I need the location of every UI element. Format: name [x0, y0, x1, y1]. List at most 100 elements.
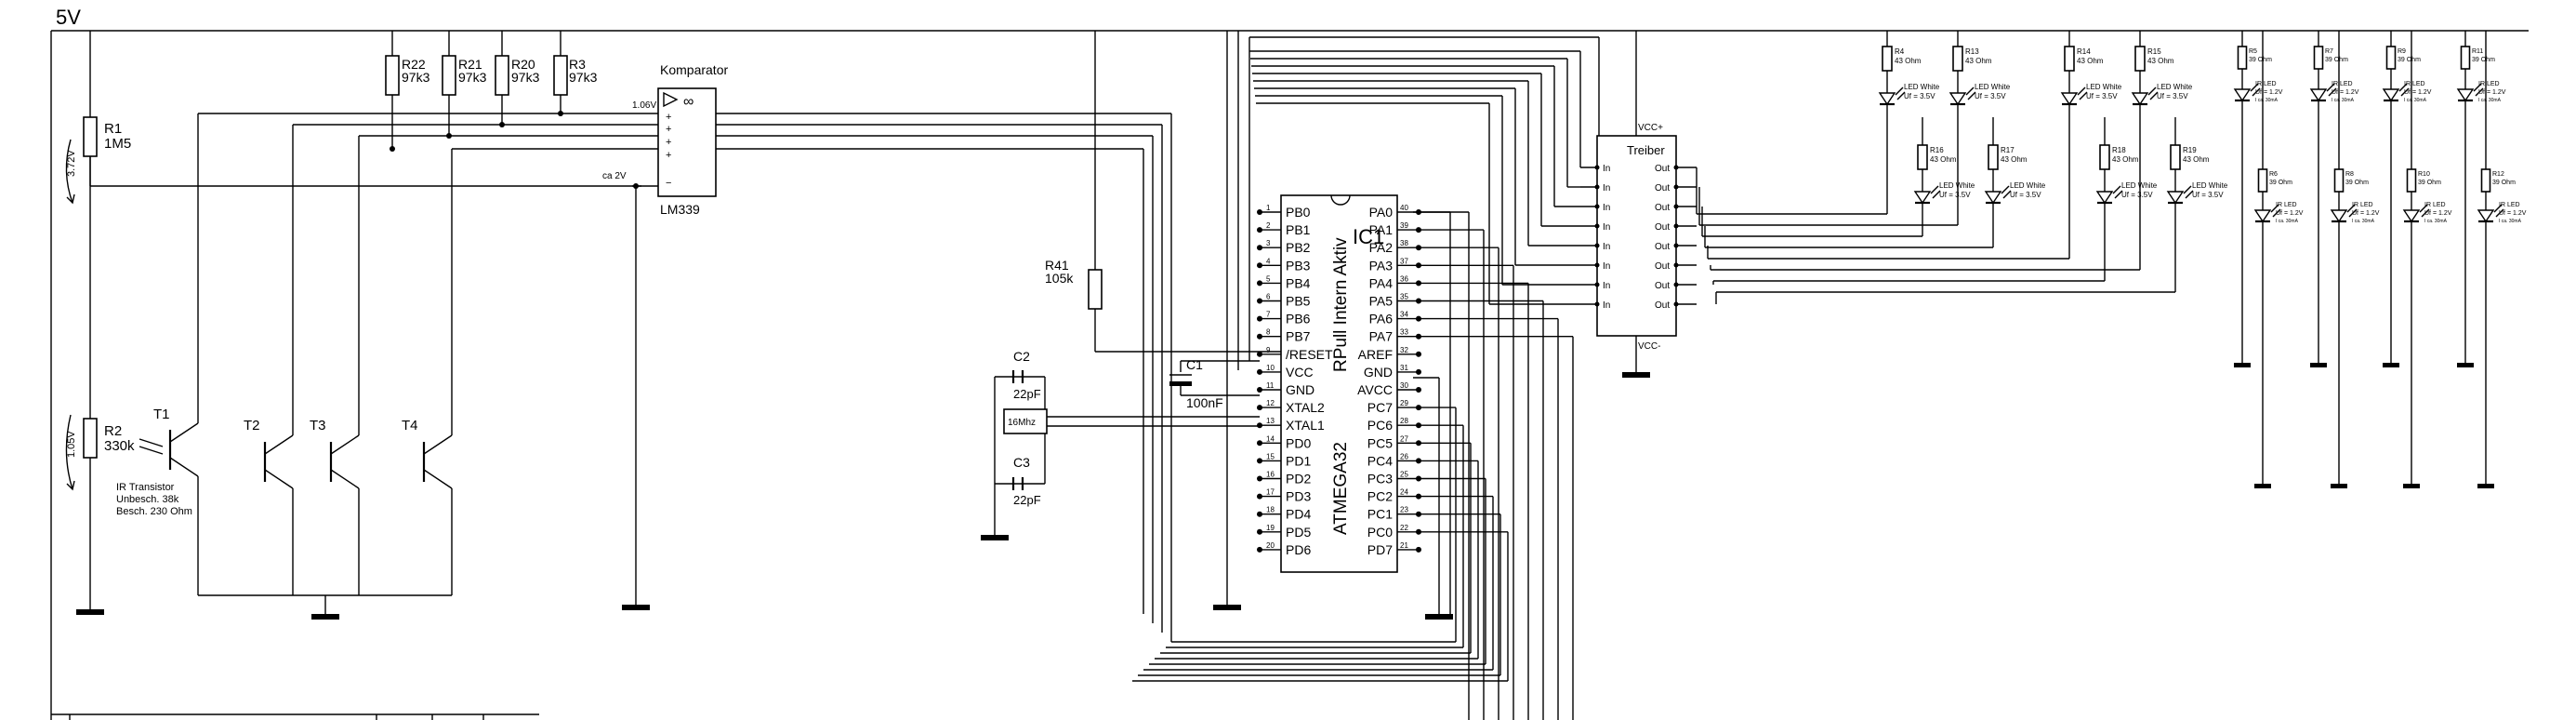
- ic-pin-name: PD0: [1286, 435, 1311, 450]
- ic1-ref: IC1: [1353, 225, 1384, 248]
- ir-led-resistor-name: R6: [2269, 171, 2278, 178]
- ic-pin-name: PD1: [1286, 453, 1311, 468]
- ic-pin-name: XTAL1: [1286, 418, 1325, 433]
- ir-led-resistor-value: 39 Ohm: [2269, 180, 2292, 186]
- led-diode-icon: [2060, 92, 2079, 106]
- ir-led-uf: Uf = 1.2V: [2499, 210, 2527, 217]
- ic-pin-number: 31: [1400, 364, 1408, 372]
- led-resistor: [2257, 168, 2268, 193]
- r22-name: R22: [402, 57, 426, 72]
- white-led-resistor-name: R14: [2077, 47, 2091, 56]
- white-led-resistor-value: 43 Ohm: [2183, 155, 2210, 164]
- ir-note-line3: Besch. 230 Ohm: [116, 506, 192, 517]
- r2-resistor: [83, 418, 98, 459]
- ic-pin-name: XTAL2: [1286, 400, 1325, 415]
- ic-pin-number: 33: [1400, 328, 1408, 337]
- comparator-title: Komparator: [660, 62, 728, 77]
- ic-pin-name: PC2: [1367, 489, 1393, 504]
- led-diode-icon: [2095, 191, 2114, 205]
- driver-pin-dot: [1594, 282, 1600, 287]
- top-resistor-group: [385, 31, 568, 149]
- r41-value: 105k: [1045, 271, 1074, 286]
- ir-led-current: I ca. 30mA: [2424, 219, 2448, 224]
- ir-ground: [2383, 363, 2399, 367]
- ir-led-label: IR LED: [2255, 81, 2277, 87]
- ic-pin-name: PD6: [1286, 542, 1311, 557]
- ic-pin-number: 20: [1266, 541, 1275, 550]
- title-block: [51, 713, 539, 720]
- led-diode-icon: [2330, 209, 2348, 223]
- driver-in-label: In: [1603, 183, 1610, 193]
- driver-out-label: Out: [1655, 281, 1670, 291]
- r2-name: R2: [104, 423, 122, 439]
- white-led-uf: Uf = 3.5V: [2121, 191, 2153, 199]
- white-led-label: LED White: [1904, 83, 1940, 91]
- led-resistor: [2099, 144, 2110, 170]
- led-resistor: [2237, 46, 2248, 70]
- led-diode-icon: [1878, 92, 1896, 106]
- svg-text:+: +: [666, 124, 671, 135]
- white-led-label: LED White: [2010, 181, 2046, 190]
- ic-pin-name: PD4: [1286, 507, 1311, 522]
- driver-in-label: In: [1603, 300, 1610, 311]
- ic-pin-dot: [1257, 458, 1262, 464]
- ic-pin-dot: [1416, 351, 1421, 357]
- ic-pin-dot: [1257, 315, 1262, 322]
- driver-title: Treiber: [1627, 143, 1665, 157]
- driver-pin-dot: [1673, 204, 1679, 209]
- ic-pin-name: AVCC: [1357, 382, 1393, 397]
- ic-pin-name: PB1: [1286, 222, 1311, 237]
- ir-led-uf: Uf = 1.2V: [2276, 210, 2304, 217]
- r1-resistor: [83, 116, 98, 157]
- ir-led-resistor-value: 39 Ohm: [2325, 57, 2348, 63]
- ic-pin-name: PC7: [1367, 400, 1393, 415]
- driver-in-label: In: [1603, 222, 1610, 233]
- svg-text:+: +: [666, 137, 671, 148]
- ir-led-current: I ca. 30mA: [2499, 219, 2522, 224]
- driver-in-label: In: [1603, 203, 1610, 213]
- ground-left: [76, 609, 104, 615]
- r1-value: 1M5: [104, 136, 131, 152]
- ir-led-uf: Uf = 1.2V: [2255, 89, 2283, 96]
- white-led-uf: Uf = 3.5V: [1939, 191, 1971, 199]
- driver-pin-dot: [1673, 282, 1679, 287]
- transistor-t3: [329, 136, 360, 595]
- led-diode-icon: [2456, 88, 2475, 102]
- white-led-resistor-value: 43 Ohm: [2112, 155, 2139, 164]
- ground-transistors: [311, 614, 339, 620]
- driver-pin-dot: [1673, 243, 1679, 248]
- ir-led-current: I ca. 30mA: [2276, 219, 2299, 224]
- ir-led-resistor-name: R9: [2398, 48, 2406, 55]
- ic-pin-dot: [1257, 422, 1262, 429]
- driver-pin-dot: [1673, 223, 1679, 229]
- led-diode-icon: [2382, 88, 2400, 102]
- ic-pin-dot: [1257, 475, 1262, 482]
- white-led-uf: Uf = 3.5V: [1904, 92, 1935, 100]
- ic-pin-number: 16: [1266, 471, 1275, 479]
- ir-led-label: IR LED: [2276, 202, 2297, 208]
- ic-pin-number: 29: [1400, 399, 1408, 407]
- r21-value: 97k3: [458, 70, 487, 85]
- r20-resistor: [495, 55, 509, 96]
- led-diode-icon: [2131, 92, 2149, 106]
- ir-note-line1: IR Transistor: [116, 482, 175, 493]
- ground-driver: [1622, 372, 1650, 378]
- led-resistor: [1952, 46, 1963, 72]
- ic-pin-name: PA5: [1369, 294, 1394, 309]
- ic-pin-number: 13: [1266, 417, 1275, 425]
- led-diode-icon: [1984, 191, 2002, 205]
- ic-pin-dot: [1416, 368, 1421, 375]
- c2-value: 22pF: [1013, 387, 1041, 401]
- ic-pin-number: 27: [1400, 434, 1408, 443]
- led-resistor: [2406, 168, 2417, 193]
- ic-pin-number: 40: [1400, 204, 1408, 212]
- driver-pin-dot: [1594, 223, 1600, 229]
- ic-pin-name: PB2: [1286, 240, 1311, 255]
- ir-ground: [2477, 484, 2494, 488]
- driver-in-label: In: [1603, 164, 1610, 174]
- driver-out-label: Out: [1655, 203, 1670, 213]
- ir-led-uf: Uf = 1.2V: [2478, 89, 2506, 96]
- crystal: [1003, 408, 1048, 434]
